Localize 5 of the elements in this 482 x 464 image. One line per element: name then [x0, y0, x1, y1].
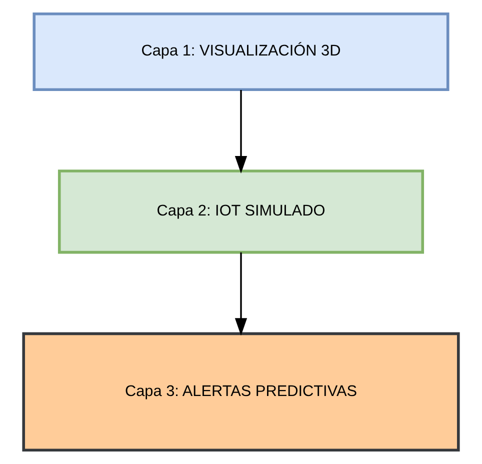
- node-box: Capa 2: IOT SIMULADO: [58, 170, 424, 254]
- node-box: Capa 1: VISUALIZACIÓN 3D: [32, 12, 450, 92]
- arrow: [234, 90, 248, 174]
- arrow: [234, 252, 248, 336]
- node-box: Capa 3: ALERTAS PREDICTIVAS: [22, 332, 460, 452]
